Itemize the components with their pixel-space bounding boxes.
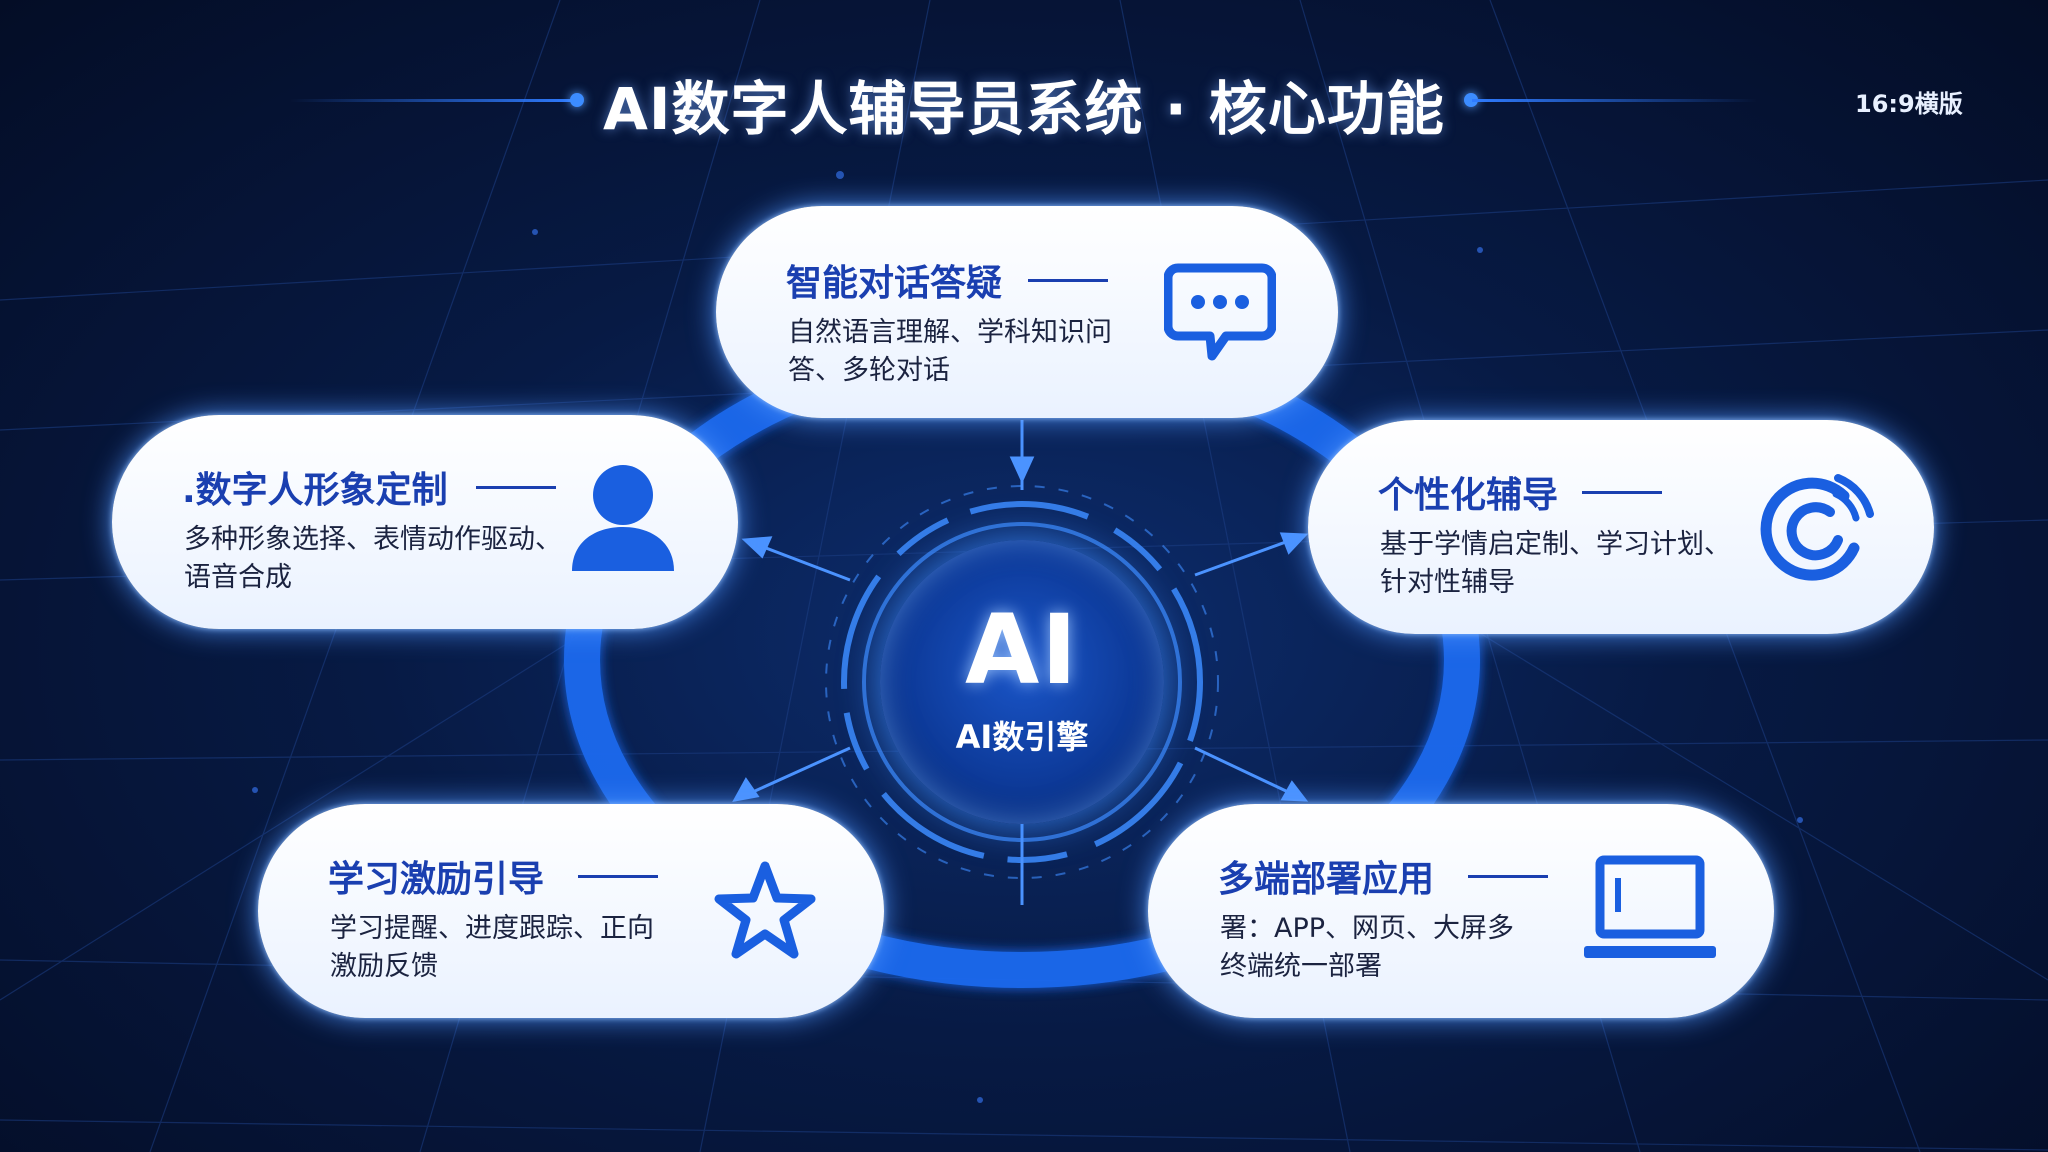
feature-card-avatar[interactable]: .数字人形象定制 多种形象选择、表情动作驱动、 语音合成 (112, 415, 738, 629)
page-title: AI数字人辅导员系统 · 核心功能 (603, 75, 1445, 143)
feature-card-personalized[interactable]: 个性化辅导 基于学情启定制、学习计划、 针对性辅导 (1308, 420, 1934, 634)
core-label: AI (964, 594, 1079, 706)
feature-title: 多端部署应用 (1218, 859, 1435, 900)
title-dash (1582, 491, 1662, 494)
feature-card-deployment[interactable]: 多端部署应用 署：APP、网页、大屏多 终端统一部署 (1148, 804, 1774, 1018)
feature-description: 基于学情启定制、学习计划、 针对性辅导 (1380, 529, 1731, 598)
signal-icon (1760, 474, 1874, 581)
feature-title: 学习激励引导 (328, 859, 545, 900)
feature-card-dialogue[interactable]: 智能对话答疑 自然语言理解、学科知识问 答、多轮对话 (716, 206, 1338, 418)
aspect-ratio-label: 16:9横版 (1855, 90, 1963, 118)
chat-bubble-icon (1164, 263, 1276, 361)
feature-card-motivation[interactable]: 学习激励引导 学习提醒、进度跟踪、正向 激励反馈 (258, 804, 884, 1018)
feature-title: .数字人形象定制 (182, 470, 448, 511)
feature-description: 多种形象选择、表情动作驱动、 语音合成 (184, 524, 562, 593)
feature-description: 自然语言理解、学科知识问 答、多轮对话 (788, 317, 1112, 386)
feature-title: 个性化辅导 (1378, 475, 1559, 516)
star-icon (714, 861, 816, 959)
ai-engine-core: AI AI数引擎 (880, 540, 1164, 824)
title-dash (578, 875, 658, 878)
feature-description: 署：APP、网页、大屏多 终端统一部署 (1220, 913, 1515, 982)
title-dash (1468, 875, 1548, 878)
user-icon (572, 465, 674, 571)
title-dash (1028, 279, 1108, 282)
title-dash (476, 486, 556, 489)
feature-title: 智能对话答疑 (786, 263, 1003, 304)
connector-arrows (732, 420, 1309, 905)
title-line-right (1472, 99, 1757, 102)
title-line-left (290, 99, 575, 102)
title-dot-right (1464, 93, 1478, 107)
laptop-icon (1584, 855, 1716, 958)
header: AI数字人辅导员系统 · 核心功能 (0, 62, 2048, 143)
title-dot-left (570, 93, 584, 107)
core-sublabel: AI数引擎 (955, 718, 1089, 756)
feature-description: 学习提醒、进度跟踪、正向 激励反馈 (330, 913, 654, 982)
